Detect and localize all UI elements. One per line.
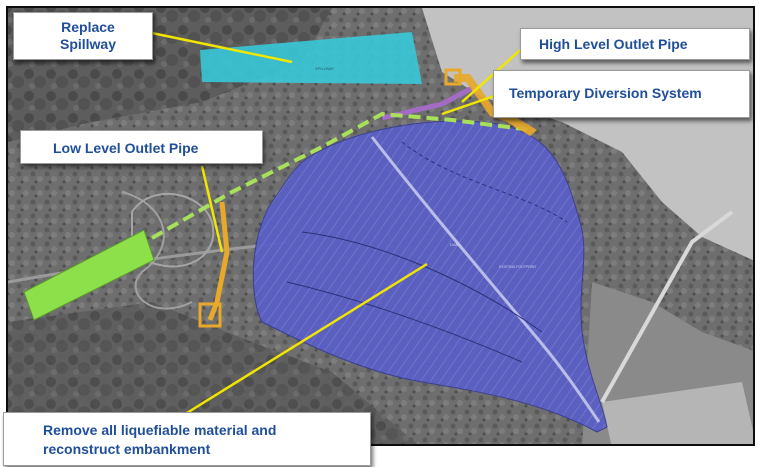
callout-remove-line1: Remove all liquefiable material and [43,422,277,438]
low-level-outlet-pipe [207,201,230,321]
callout-replace-spillway-line2: Spillway [59,36,117,52]
embankment-contour [301,231,543,333]
callout-low-level-outlet-pipe-text: Low Level Outlet Pipe [53,140,199,156]
spillway-area [200,32,422,84]
leader-temporary-diversion [441,92,501,116]
reconstruct-area [23,229,155,321]
forest-area-south [8,302,418,444]
footprint-map-label: EXISTING FOOTPRINT [499,265,537,269]
leader-spillway [146,30,293,64]
road-loop [131,193,215,268]
callout-temporary-diversion-system: Temporary Diversion System [493,70,750,118]
embankment-contour-3 [401,141,568,223]
leader-remove [181,262,428,418]
high-level-intake [444,68,462,86]
dam-crest [370,136,601,423]
low-level-intake [198,302,222,328]
spillway-map-label: SPILLWAY [315,66,335,71]
callout-temporary-diversion-system-text: Temporary Diversion System [509,85,702,101]
leader-low-level [200,165,224,253]
embankment-contour-2 [286,281,523,363]
callout-low-level-outlet-pipe: Low Level Outlet Pipe [20,130,263,164]
dam-crest-road [600,210,734,403]
temporary-diversion-line [151,111,533,240]
dam-map-label: DAM [450,242,459,247]
high-level-outlet-line [381,85,474,121]
parking-lot [602,382,753,444]
callout-replace-spillway: Replace Spillway [13,12,153,60]
map-canvas: SPILLWAY DAM EXISTING FOOTPRINT [8,8,753,444]
callout-remove-liquefiable-material: Remove all liquefiable material and reco… [3,412,371,466]
callout-high-level-outlet-pipe: High Level Outlet Pipe [520,28,750,60]
callout-high-level-outlet-pipe-text: High Level Outlet Pipe [539,36,688,52]
callout-remove-line2: reconstruct embankment [43,441,211,457]
callout-replace-spillway-line1: Replace [61,19,115,35]
park-road [121,191,193,310]
